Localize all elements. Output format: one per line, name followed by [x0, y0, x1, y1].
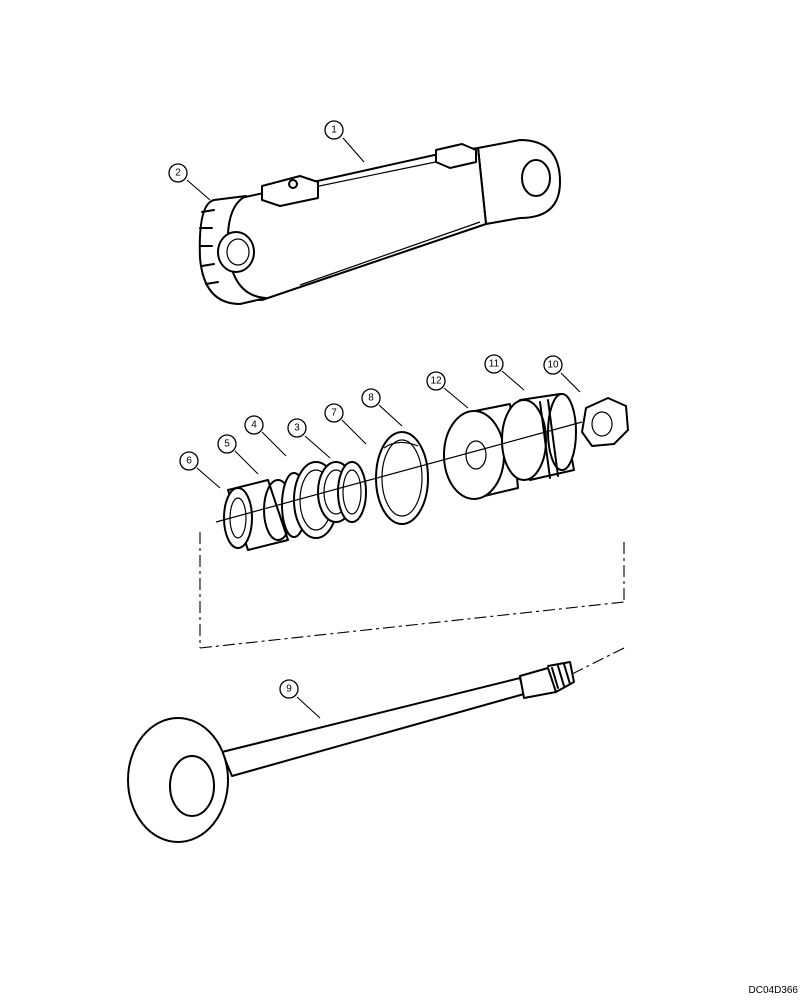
part-10-nut [581, 397, 629, 447]
callout-7: 7 [324, 403, 344, 423]
callout-label: 9 [286, 684, 292, 695]
part-12-piston [443, 403, 519, 500]
drawing-code: DC04D366 [748, 985, 798, 996]
callout-label: 12 [430, 376, 442, 387]
callout-1: 1 [324, 120, 344, 140]
callout-12: 12 [426, 371, 446, 391]
callout-4: 4 [244, 415, 264, 435]
callout-11: 11 [484, 354, 504, 374]
callout-8: 8 [361, 388, 381, 408]
callout-label: 8 [368, 393, 374, 404]
part-7-o-ring [337, 461, 367, 523]
callout-2: 2 [168, 163, 188, 183]
callout-label: 7 [331, 408, 337, 419]
callout-label: 1 [331, 125, 337, 136]
cylinder-barrel [198, 139, 561, 305]
callout-label: 11 [489, 359, 500, 370]
part-6-bearing [223, 479, 293, 551]
callout-3: 3 [287, 418, 307, 438]
callout-10: 10 [543, 355, 563, 375]
callout-5: 5 [217, 434, 237, 454]
part-11-piston [501, 393, 577, 481]
callout-label: 6 [186, 456, 192, 467]
part-9-piston-rod [127, 661, 575, 843]
part-8-seal [375, 431, 429, 525]
callout-label: 5 [224, 439, 230, 450]
callout-6: 6 [179, 451, 199, 471]
callout-label: 10 [547, 360, 559, 371]
callout-label: 3 [294, 423, 300, 434]
callout-label: 2 [175, 168, 181, 179]
callout-9: 9 [279, 679, 299, 699]
callout-label: 4 [251, 420, 257, 431]
